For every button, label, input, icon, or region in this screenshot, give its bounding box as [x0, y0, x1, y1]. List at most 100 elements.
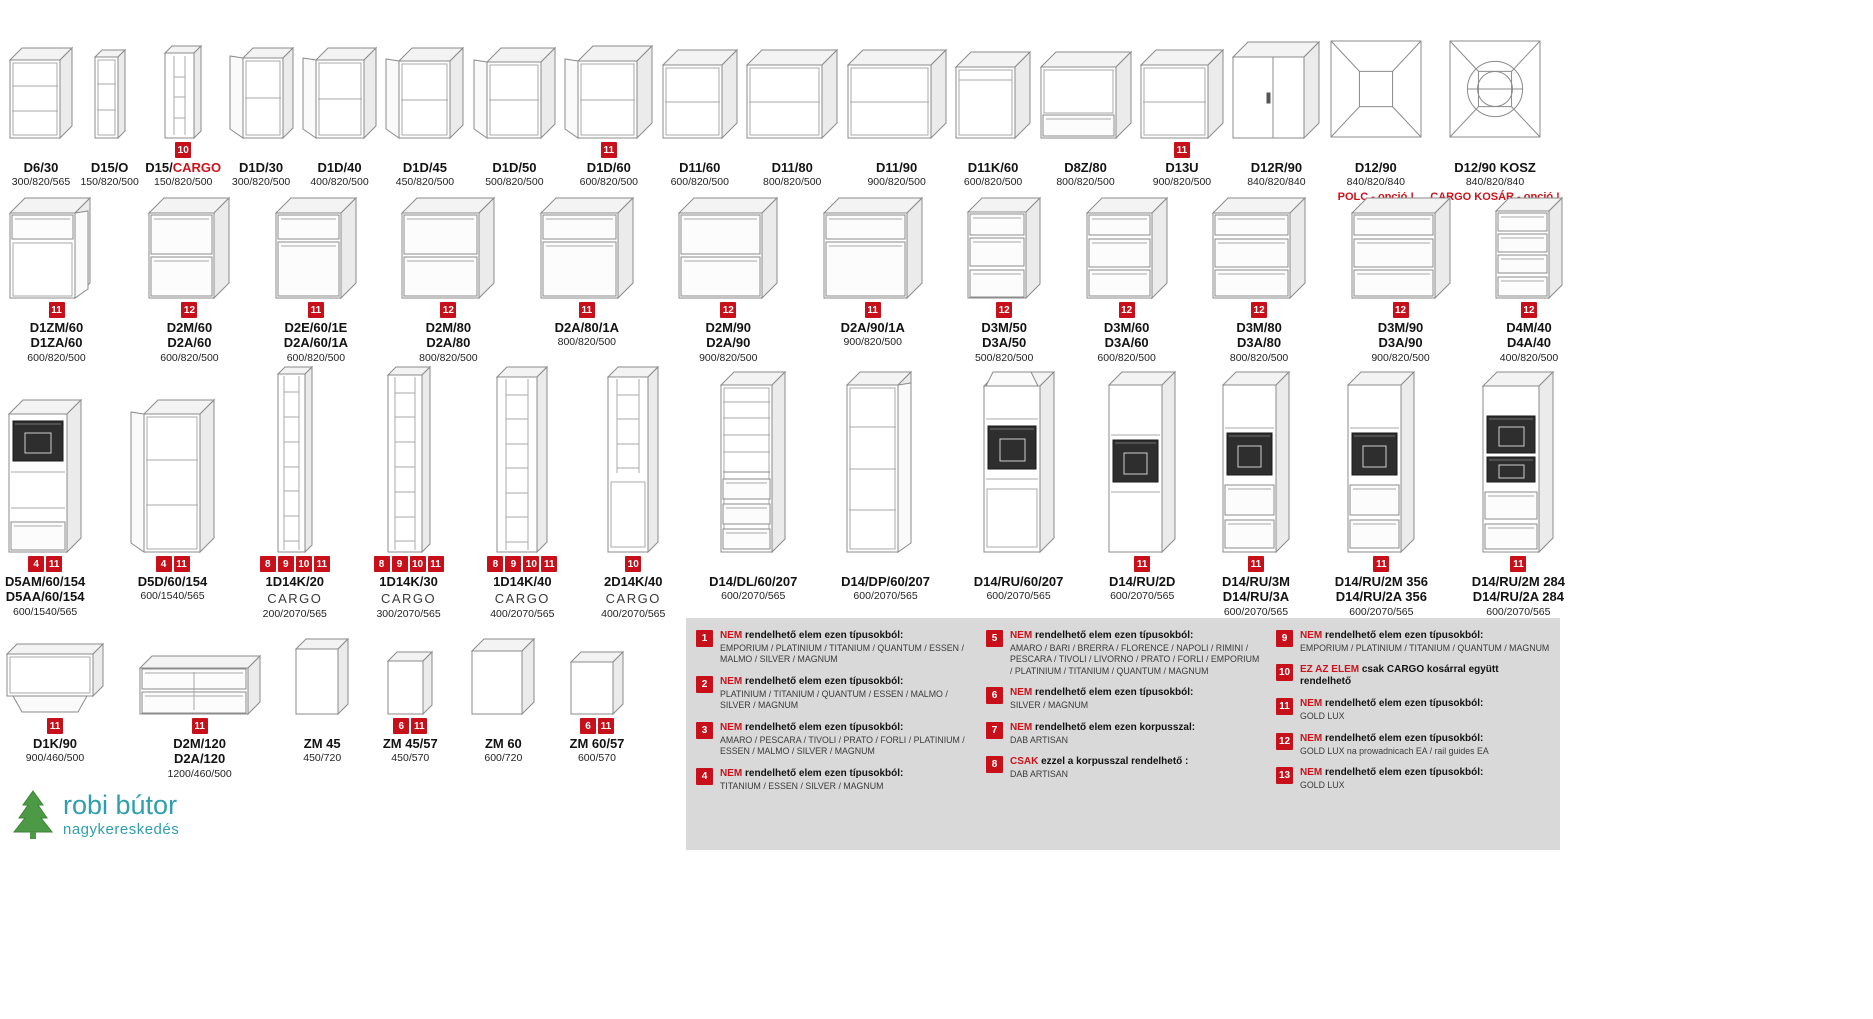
product-dimensions: 150/820/500 [154, 176, 213, 189]
badge-strip: 12 [996, 300, 1013, 320]
cargo-tall-cabinet-icon [495, 358, 549, 554]
badge-strip: 12 [1392, 300, 1409, 320]
product-dimensions: 600/820/500 [963, 176, 1023, 189]
corner-door-cabinet-icon [1231, 38, 1321, 140]
product-code: D2E/60/1E [284, 320, 348, 335]
legend-text: NEM rendelhető elem ezen típusokból:EMPO… [1300, 630, 1549, 654]
product-dimensions: 600/820/500 [160, 351, 219, 364]
legend-title: rendelhető elem ezen típusokból: [1032, 687, 1194, 699]
product-code: 2D14K/40 [603, 574, 663, 589]
tall-oven-drawers-cabinet-icon [1346, 358, 1416, 554]
legend-entry: 5 NEM rendelhető elem ezen típusokból:AMA… [986, 630, 1260, 677]
note-badge: 8 [373, 556, 390, 572]
legend-text: EZ AZ ELEM csak CARGO kosárral együtt re… [1300, 664, 1550, 688]
product-code: D2M/60 [166, 320, 213, 335]
tall-oven-cabinet-icon [7, 358, 83, 554]
drawers2-cabinet-icon [677, 190, 779, 300]
legend-title-line: NEM rendelhető elem ezen korpusszal: [1010, 722, 1195, 734]
product-code: D3M/60 [1103, 320, 1150, 335]
product-code: D3A/60 [1104, 335, 1149, 351]
badge-strip: 12 [720, 300, 737, 320]
legend-text: NEM rendelhető elem ezen típusokból:EMPO… [720, 630, 970, 666]
open-base-cabinet-icon [846, 38, 948, 140]
product-dimensions: 600/820/500 [27, 351, 86, 364]
legend-text: NEM rendelhető elem ezen típusokból:TITA… [720, 768, 903, 792]
note-badge: 9 [505, 556, 522, 572]
product-code: D2A/120 [173, 751, 226, 767]
badge-strip: 12 [1251, 300, 1268, 320]
door-open-cabinet-icon [384, 38, 465, 140]
product-dimensions: 600/820/500 [286, 351, 346, 364]
product-code: 1D14K/40 [493, 574, 552, 589]
note-badge: 11 [47, 718, 63, 734]
legend-entry: 3 NEM rendelhető elem ezen típusokból:AMA… [696, 721, 970, 758]
product-dimensions: 800/820/500 [1056, 176, 1115, 189]
product-dimensions: 600/720 [484, 752, 523, 765]
legend-detail: DAB ARTISAN [1010, 734, 1069, 745]
product-code: 1D14K/30 [379, 574, 438, 589]
tall-2oven-drawers-cabinet-icon [1481, 358, 1555, 554]
note-badge: 9 [391, 556, 408, 572]
drawers3-cabinet-icon [1211, 190, 1307, 300]
door-open-cabinet-icon [472, 38, 557, 140]
badge-strip: 11 [307, 300, 324, 320]
product-code: D2A/80/1A [554, 320, 619, 335]
badge-strip: 11 [47, 716, 63, 736]
logo-subtitle: nagykereskedés [63, 821, 180, 838]
product-code: ZM 60/57 [569, 736, 625, 751]
product-code: D2A/90/1A [840, 320, 905, 335]
note-badge: 13 [1276, 767, 1293, 785]
product-dimensions: 600/820/500 [670, 176, 729, 189]
legend-text: NEM rendelhető elem ezen típusokból:AMAR… [1010, 630, 1260, 677]
product-dimensions: 300/820/500 [231, 176, 291, 189]
product-code: D11/60 [679, 160, 721, 175]
note-badge: 11 [1247, 556, 1264, 572]
legend-lead: NEM [1010, 687, 1033, 699]
product-code: D3M/50 [981, 320, 1027, 335]
product-code: D1D/50 [492, 160, 537, 175]
badge-strip: 10 [625, 554, 642, 574]
legend-title: csak CARGO kosárral együtt rendelhető [1300, 664, 1499, 688]
note-badge: 5 [986, 630, 1003, 647]
note-badge: 3 [696, 721, 713, 739]
product-code: D14/RU/2M 356 [1334, 574, 1428, 589]
badge-strip: 12 [440, 300, 457, 320]
legend-lead: EZ AZ ELEM [1300, 664, 1360, 676]
legend-text: NEM rendelhető elem ezen típusokból:AMAR… [720, 722, 970, 758]
badge-strip: 12 [1520, 300, 1537, 320]
product-dimensions: 600/2070/565 [986, 590, 1051, 603]
tall-oven-drawers-cabinet-icon [1221, 358, 1291, 554]
corner-top-cabinet-icon [1328, 38, 1424, 140]
product-code: ZM 45 [303, 736, 341, 751]
